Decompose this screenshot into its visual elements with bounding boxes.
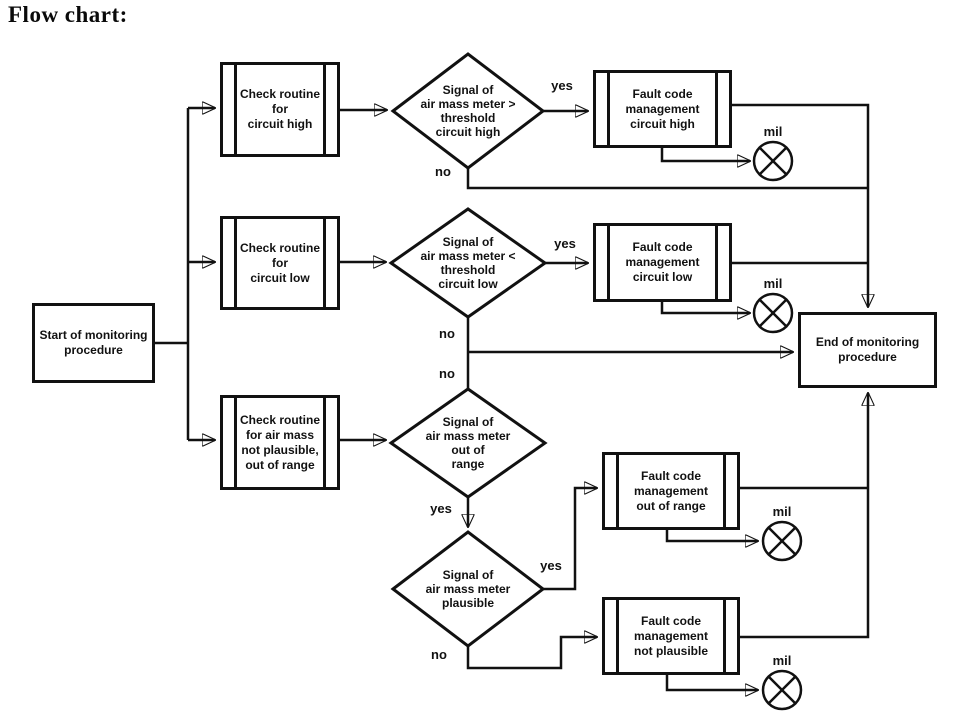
- decision-circuit-low-label: Signal of air mass meter < threshold cir…: [420, 235, 516, 291]
- edge-fault-range-to-mil: [665, 530, 758, 541]
- decision-plausible-label: Signal of air mass meter plausible: [425, 568, 511, 610]
- decision-out-of-range-diamond: [388, 387, 548, 499]
- edge-fault-high-to-mil: [660, 148, 750, 161]
- edge-fault-low-to-mil: [660, 302, 750, 313]
- decision-circuit-high-diamond: [390, 52, 546, 170]
- decision-shapes: [388, 52, 548, 648]
- edge-fault-high-to-end-collector: [732, 103, 868, 307]
- fault-code-circuit-low-node: Fault code management circuit low: [593, 223, 732, 302]
- mil-lamp-icon: [752, 292, 794, 334]
- decision-plausible-diamond: [390, 530, 546, 648]
- edge-decision-plausible-no: [466, 637, 597, 670]
- check-routine-circuit-high-node: Check routine for circuit high: [220, 62, 340, 157]
- edge-label-yes: yes: [540, 558, 562, 573]
- edge-decision-high-no: [466, 168, 868, 190]
- edge-decision-plausible-yes: [543, 488, 597, 591]
- mil-lamp-icon: [761, 669, 803, 711]
- decision-out-of-range-label: Signal of air mass meter out of range: [425, 415, 511, 471]
- edges: [155, 105, 868, 690]
- check-routine-circuit-low-node: Check routine for circuit low: [220, 216, 340, 310]
- page-title: Flow chart:: [8, 2, 128, 27]
- edge-label-no: no: [439, 326, 455, 341]
- edge-label-no: no: [435, 164, 451, 179]
- mil-label: mil: [763, 124, 783, 139]
- mil-label: mil: [772, 653, 792, 668]
- edge-fault-plausible-to-mil: [665, 675, 758, 690]
- check-routine-plausible-node: Check routine for air mass not plausible…: [220, 395, 340, 490]
- edge-label-yes: yes: [430, 501, 452, 516]
- mil-lamps: [752, 140, 803, 711]
- mil-label: mil: [772, 504, 792, 519]
- mil-lamp-icon: [752, 140, 794, 182]
- decision-circuit-low-diamond: [388, 207, 548, 319]
- mil-lamp-icon: [761, 520, 803, 562]
- start-node: Start of monitoring procedure: [32, 303, 155, 383]
- edge-label-yes: yes: [554, 236, 576, 251]
- fault-code-circuit-high-node: Fault code management circuit high: [593, 70, 732, 148]
- fault-code-out-of-range-node: Fault code management out of range: [602, 452, 740, 530]
- edge-label-no: no: [431, 647, 447, 662]
- mil-label: mil: [763, 276, 783, 291]
- decision-circuit-high-label: Signal of air mass meter > threshold cir…: [420, 83, 516, 139]
- edge-label-no: no: [439, 366, 455, 381]
- edge-label-yes: yes: [551, 78, 573, 93]
- end-node: End of monitoring procedure: [798, 312, 937, 388]
- fault-code-not-plausible-node: Fault code management not plausible: [602, 597, 740, 675]
- edge-fault-plausible-to-end-collector: [740, 393, 868, 639]
